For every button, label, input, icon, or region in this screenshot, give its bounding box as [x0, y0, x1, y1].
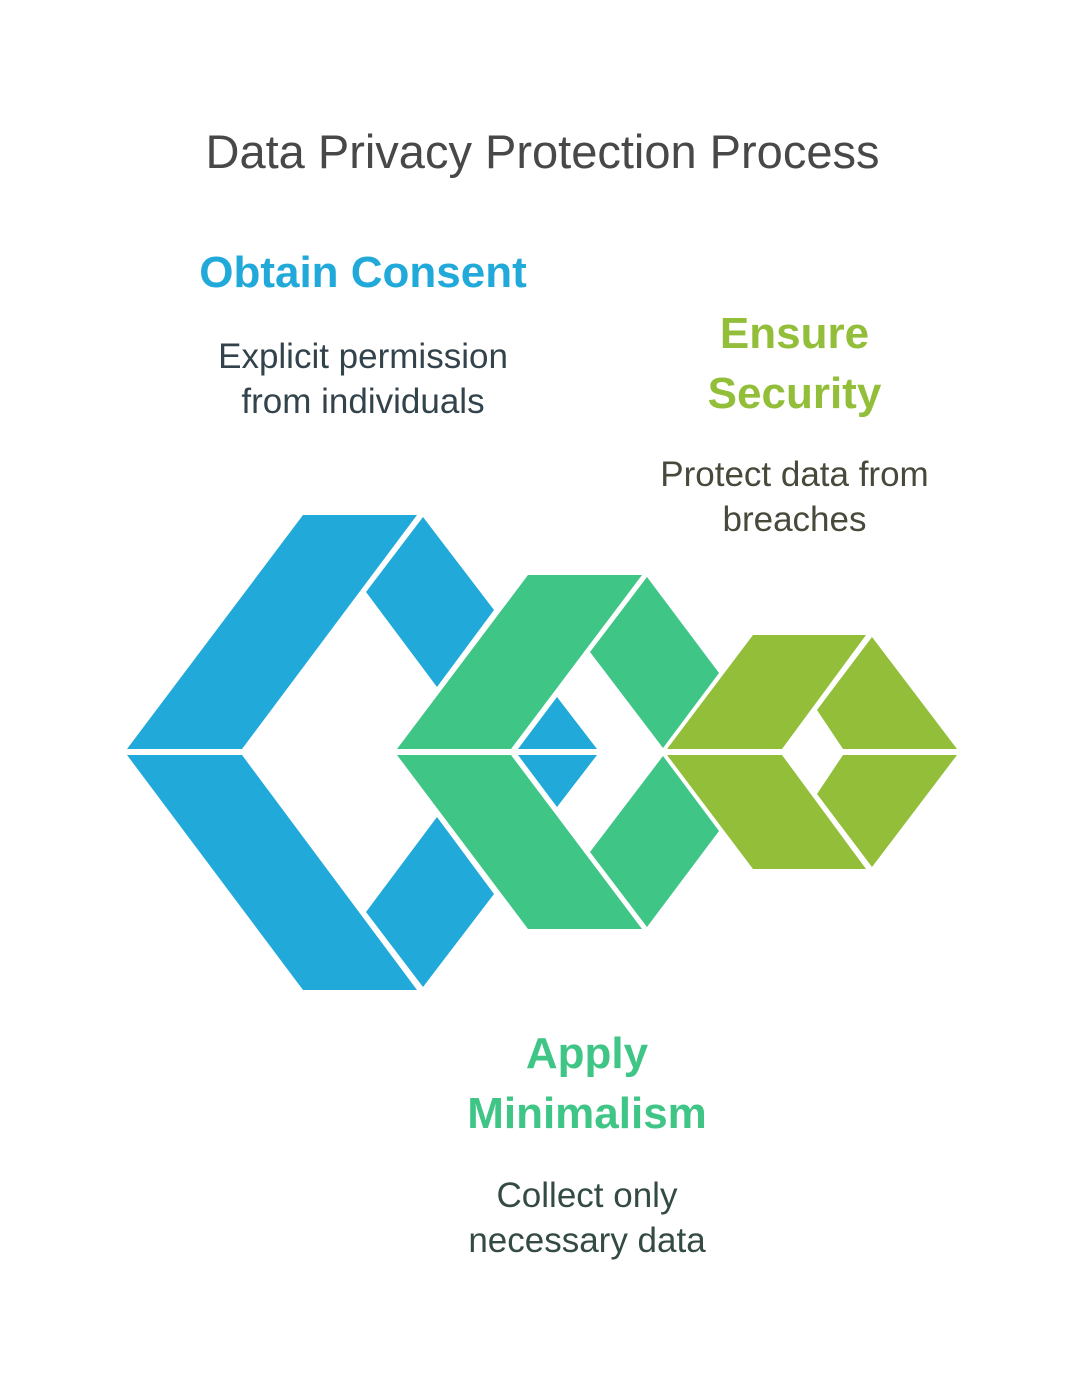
blue-bottom-band — [127, 755, 417, 990]
green-minimalism-shape — [397, 575, 719, 929]
green-bottom-band — [397, 755, 642, 929]
green-upper-right-piece — [590, 577, 719, 748]
description-line: Collect only — [496, 1176, 678, 1215]
olive-top-band — [667, 635, 866, 749]
step-description: Protect data from breaches — [617, 452, 972, 542]
olive-bottom-band — [667, 755, 866, 869]
heading-line: Ensure — [719, 309, 870, 358]
blue-lower-right-piece — [366, 817, 494, 987]
green-top-band — [397, 575, 642, 749]
blue-center-triangle-top — [518, 697, 597, 749]
heading-line: Security — [707, 369, 882, 418]
step-description: Collect only necessary data — [412, 1173, 762, 1263]
blue-center-triangle-bottom — [518, 755, 597, 807]
blue-upper-right-piece — [366, 517, 494, 687]
description-line: necessary data — [468, 1221, 706, 1260]
description-line: breaches — [722, 500, 867, 539]
diagram-title: Data Privacy Protection Process — [205, 125, 880, 178]
description-line: from individuals — [241, 382, 485, 421]
step-heading: Ensure Security — [617, 304, 972, 424]
step-apply-minimalism: Apply Minimalism Collect only necessary … — [412, 1024, 762, 1263]
blue-consent-shape — [127, 515, 597, 990]
olive-security-shape — [667, 635, 957, 869]
heading-line: Minimalism — [467, 1089, 707, 1138]
heading-line: Apply — [525, 1029, 649, 1078]
step-obtain-consent: Obtain Consent Explicit permission from … — [163, 244, 563, 424]
description-line: Protect data from — [660, 455, 929, 494]
blue-top-band — [127, 515, 417, 749]
olive-upper-right-piece — [817, 637, 957, 749]
step-description: Explicit permission from individuals — [163, 334, 563, 424]
step-heading: Obtain Consent — [199, 248, 527, 297]
step-heading: Apply Minimalism — [412, 1024, 762, 1144]
description-line: Explicit permission — [218, 337, 508, 376]
step-ensure-security: Ensure Security Protect data from breach… — [617, 304, 972, 542]
olive-lower-right-piece — [817, 755, 957, 867]
green-lower-right-piece — [590, 756, 719, 927]
